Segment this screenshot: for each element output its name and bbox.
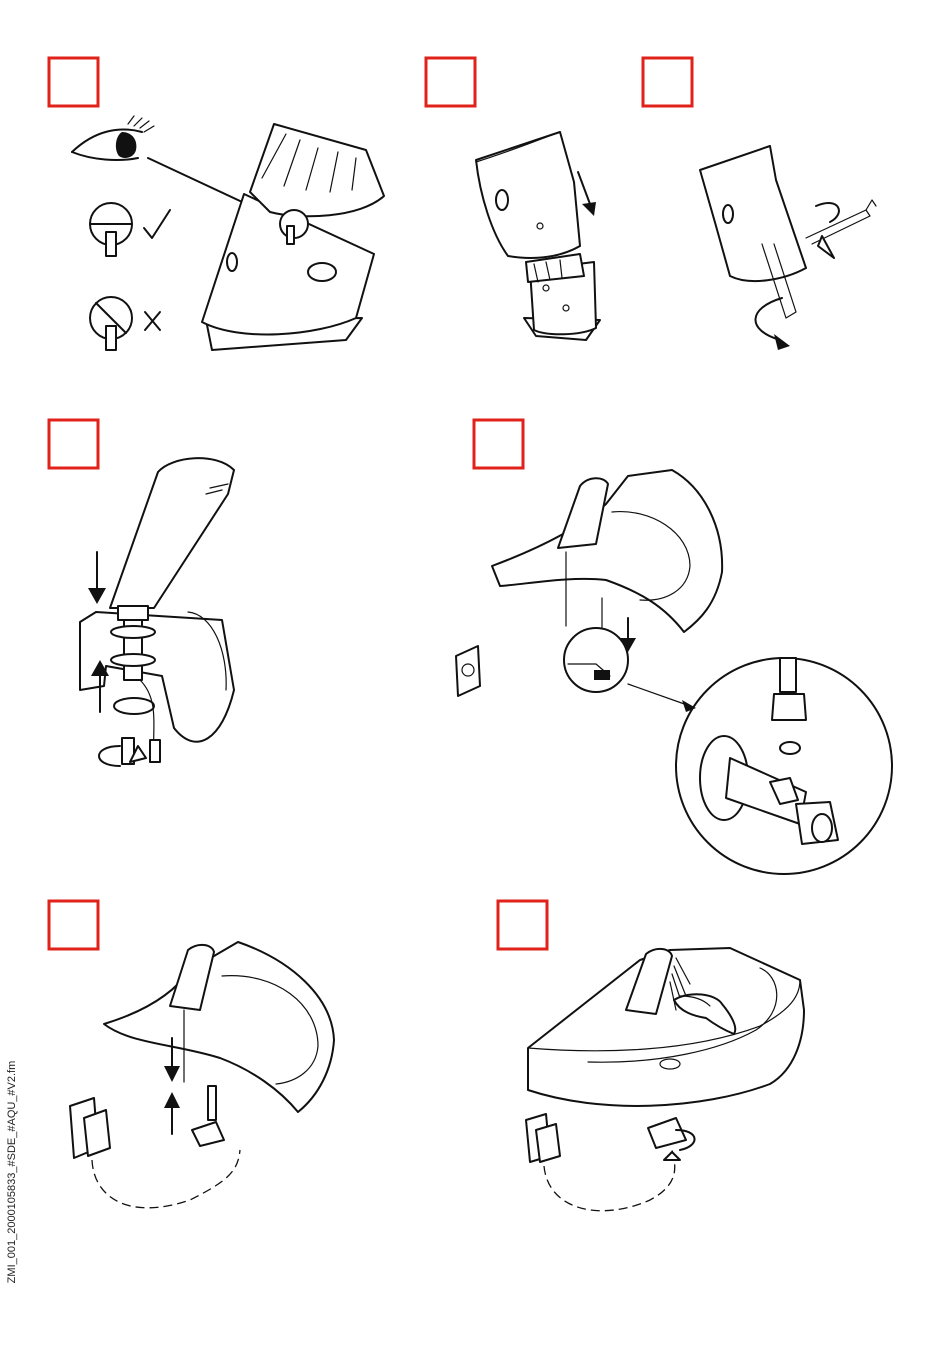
wrong-position-icon xyxy=(90,297,132,350)
step-4-illustration xyxy=(80,458,234,766)
step-box-4 xyxy=(49,420,98,468)
cross-icon xyxy=(145,312,160,330)
correct-position-icon xyxy=(90,203,132,256)
step-box-3 xyxy=(643,58,692,106)
step-1-illustration xyxy=(72,116,384,350)
rotate-arrow-icon xyxy=(99,746,120,766)
step-box-1 xyxy=(49,58,98,106)
step-3-illustration xyxy=(700,146,876,350)
rotate-arrow-icon xyxy=(816,203,839,222)
document-side-code: ZMI_001_2000105833_#SDE_#AQU_#V2.fm xyxy=(6,1052,20,1292)
step-box-7 xyxy=(498,901,547,949)
rotate-arrow-icon xyxy=(755,298,782,340)
step-box-2 xyxy=(426,58,475,106)
step-box-5 xyxy=(474,420,523,468)
sight-line xyxy=(148,158,255,208)
step-7-illustration xyxy=(526,948,804,1211)
down-arrow-icon xyxy=(578,172,590,204)
wall-socket-icon xyxy=(456,646,480,696)
checkmark-icon xyxy=(144,210,170,238)
magnifier-circle-icon xyxy=(676,658,892,874)
valve-housing-drawing xyxy=(202,124,384,350)
eye-icon xyxy=(72,116,154,160)
power-supply-icon xyxy=(70,1098,110,1158)
step-6-illustration xyxy=(70,942,334,1208)
power-supply-icon xyxy=(526,1114,560,1162)
step-box-6 xyxy=(49,901,98,949)
step-5-illustration xyxy=(456,470,892,874)
step-2-illustration xyxy=(476,132,600,340)
